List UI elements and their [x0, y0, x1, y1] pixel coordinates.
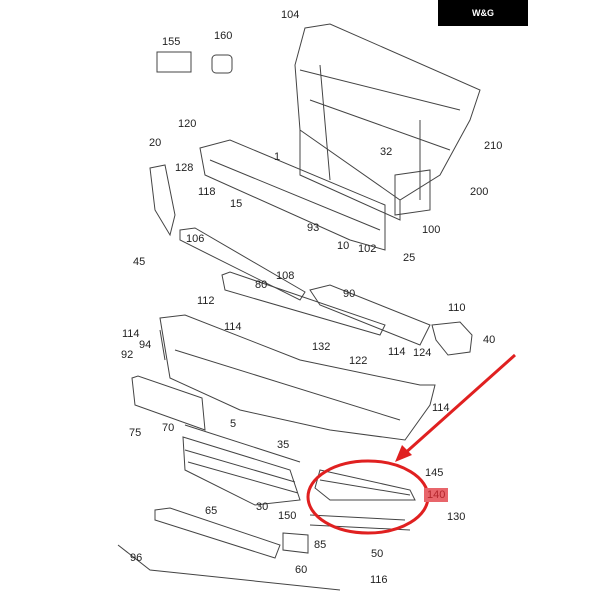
- callout: 114: [388, 346, 406, 358]
- center-grille: [182, 436, 301, 506]
- callout: 155: [162, 36, 181, 48]
- bumper-cover: [159, 314, 436, 441]
- callout: 45: [133, 256, 146, 268]
- callout: 112: [197, 295, 215, 307]
- callout: 30: [256, 501, 269, 513]
- callout: 116: [370, 574, 388, 586]
- callout: 128: [175, 162, 194, 174]
- callout: 10: [337, 240, 350, 252]
- callout: 114: [432, 402, 450, 414]
- callout-highlighted: 140: [424, 488, 449, 502]
- callout: 25: [403, 252, 416, 264]
- callout: 80: [255, 279, 268, 291]
- callout: 93: [307, 222, 320, 234]
- highlight-arrow: [402, 353, 516, 457]
- callout: 130: [447, 511, 466, 523]
- callout: 20: [149, 137, 162, 149]
- trim-35: [184, 424, 301, 463]
- bracket-40: [431, 321, 473, 356]
- callout: 35: [277, 439, 290, 451]
- cover-85: [282, 532, 309, 554]
- callout: 96: [130, 552, 143, 564]
- absorber: [179, 227, 306, 301]
- callout: 92: [121, 349, 134, 361]
- callout: 150: [278, 510, 297, 522]
- callout: 75: [129, 427, 142, 439]
- callout: 32: [380, 146, 393, 158]
- part-160: [211, 54, 233, 74]
- arrow-head: [395, 445, 412, 462]
- callout: 5: [230, 418, 237, 430]
- bracket-right: [309, 284, 431, 346]
- bracket-left: [149, 164, 176, 237]
- radiator-support: [294, 23, 481, 221]
- spoiler-60: [117, 544, 341, 591]
- callout: 104: [281, 9, 300, 21]
- callout: 200: [470, 186, 489, 198]
- callout: 122: [349, 355, 368, 367]
- callout: 40: [483, 334, 496, 346]
- callout: 160: [214, 30, 233, 42]
- callout: 132: [312, 341, 331, 353]
- callout: 60: [295, 564, 308, 576]
- callout: 102: [358, 243, 377, 255]
- side-grille: [309, 469, 416, 521]
- callout: 94: [139, 339, 152, 351]
- impact-bar: [199, 139, 386, 251]
- guide-80: [221, 271, 386, 336]
- callout: 120: [178, 118, 197, 130]
- callout: 90: [343, 288, 356, 300]
- callout: 85: [314, 539, 327, 551]
- callout: 50: [371, 548, 384, 560]
- part-155: [156, 51, 192, 73]
- callout: 145: [425, 467, 444, 479]
- lower-grille: [154, 507, 281, 559]
- callout: 108: [276, 270, 295, 282]
- callout: 118: [198, 186, 216, 198]
- callout: 114: [122, 328, 140, 340]
- callout: 100: [422, 224, 441, 236]
- callout: 110: [448, 302, 466, 314]
- callout: 124: [413, 347, 432, 359]
- callout: 114: [224, 321, 242, 333]
- callout: 15: [230, 198, 243, 210]
- callout: 70: [162, 422, 175, 434]
- logo-text: W&G: [472, 8, 494, 18]
- callout: 210: [484, 140, 503, 152]
- license-plate: [131, 375, 206, 431]
- callout: 1: [274, 151, 281, 163]
- callout: 65: [205, 505, 218, 517]
- callout: 106: [186, 233, 205, 245]
- brand-logo: W&G: [438, 0, 528, 26]
